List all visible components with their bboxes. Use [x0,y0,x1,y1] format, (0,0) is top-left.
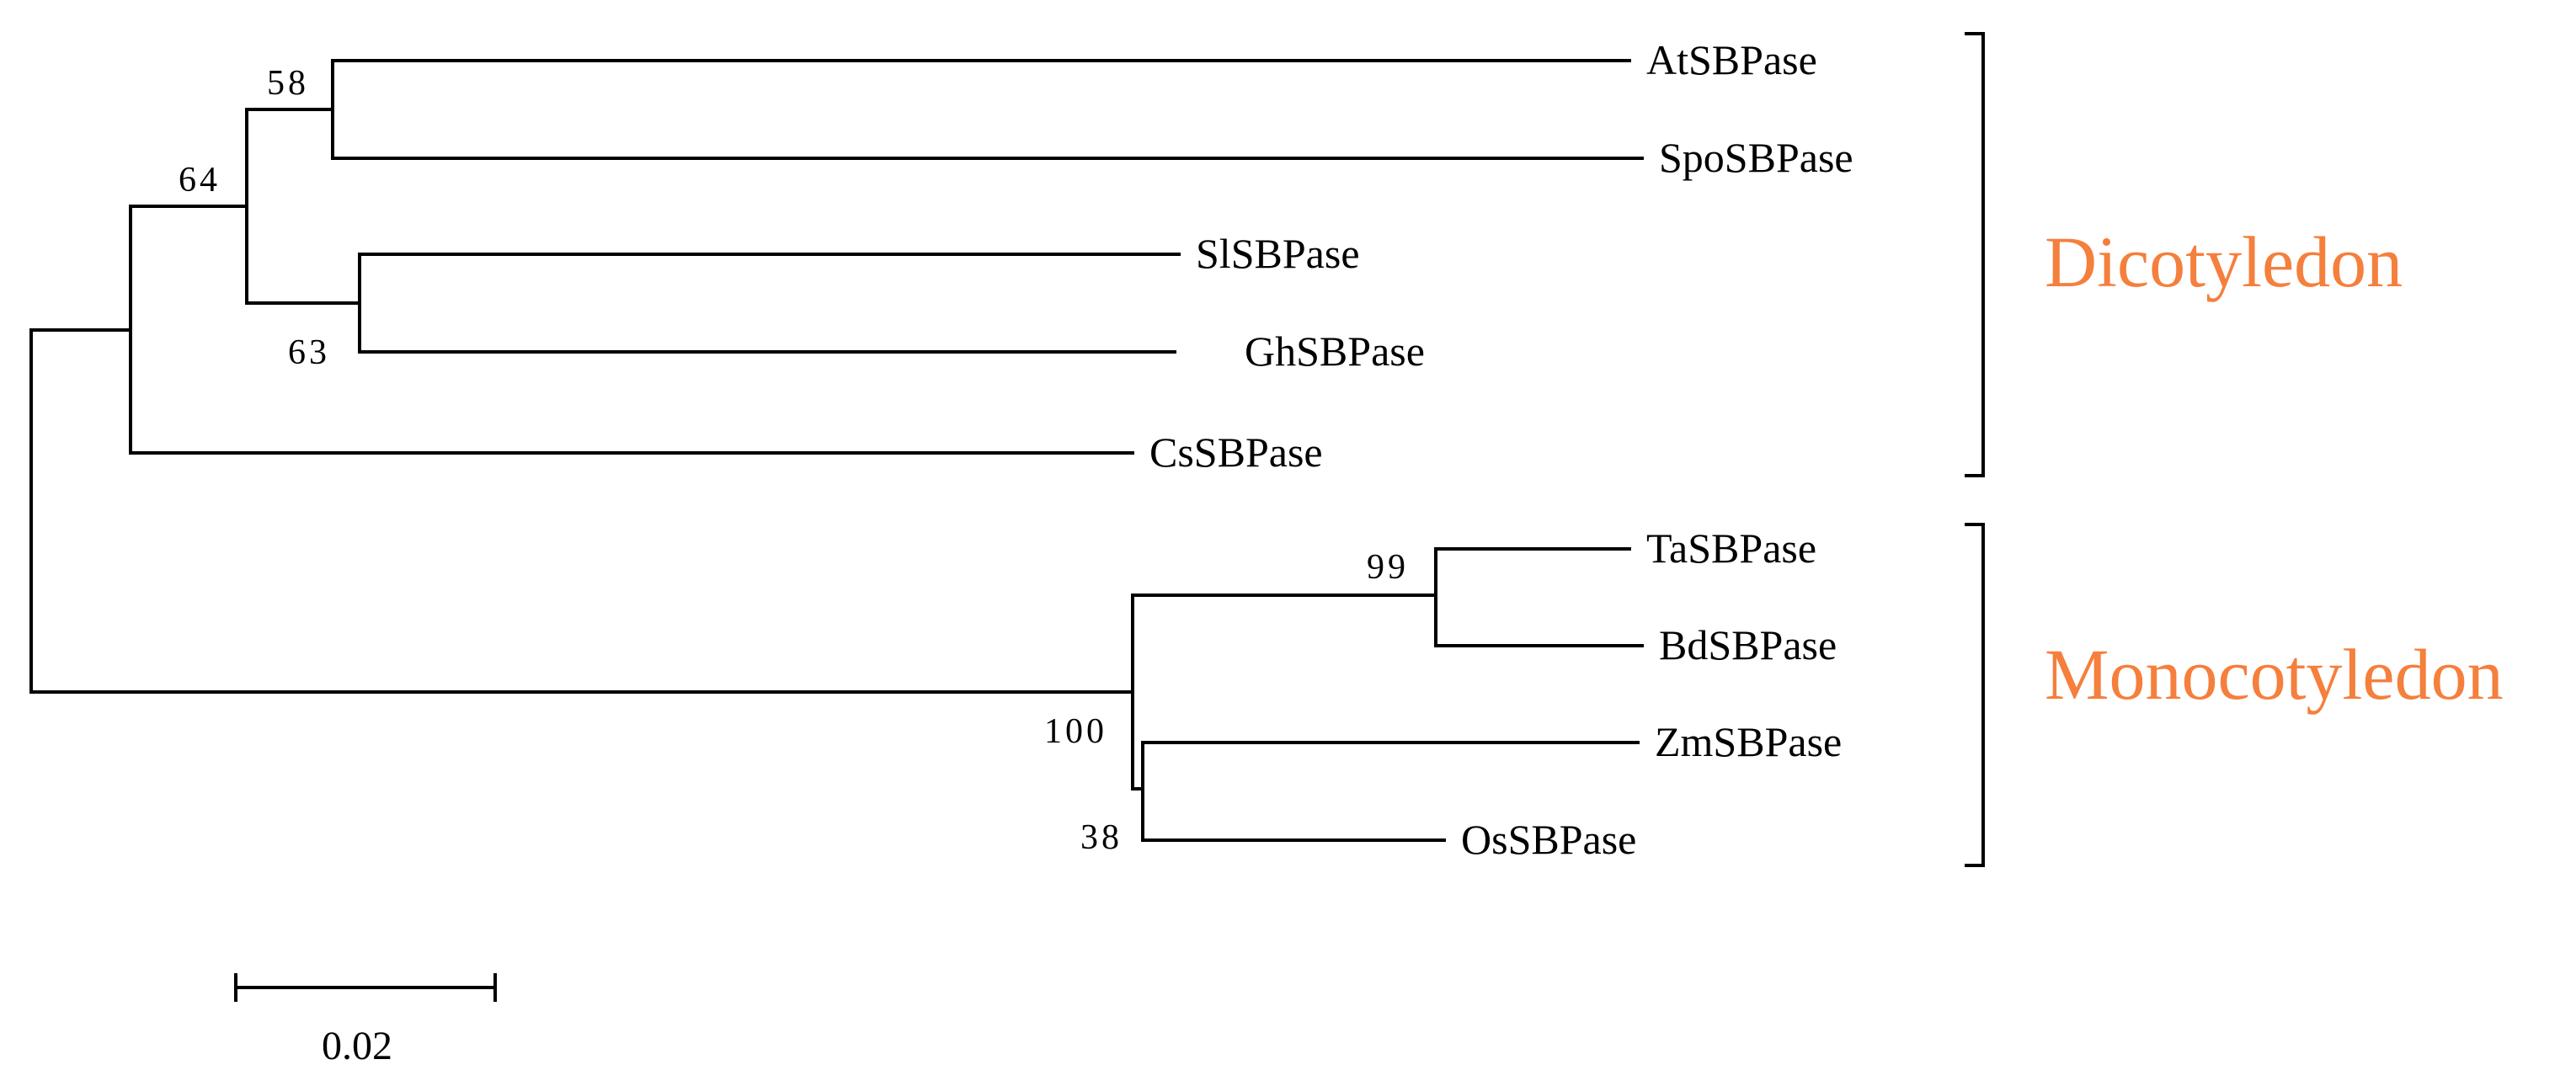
taxon-spo: SpoSBPase [1659,134,1853,181]
diamond-marker [1185,327,1235,377]
dicot-bracket [1965,32,1985,477]
taxon-zm: ZmSBPase [1655,718,1842,765]
scale-bar-label: 0.02 [322,1024,392,1068]
group-label-dicotyledon: Dicotyledon [2045,221,2403,302]
taxon-cs: CsSBPase [1149,429,1323,476]
bootstrap-ta-bd: 99 [1367,548,1409,587]
bootstrap-mono-root: 100 [1044,712,1107,751]
taxon-gh: GhSBPase [1245,327,1425,375]
taxon-sl: SlSBPase [1196,230,1360,277]
group-label-monocotyledon: Monocotyledon [2045,634,2504,715]
mono-bracket [1965,523,1985,867]
taxon-labels: AtSBPase SpoSBPase SlSBPase GhSBPase CsS… [1149,36,1853,863]
bootstrap-at-spo: 58 [267,64,309,103]
bootstrap-sl-gh: 63 [288,333,330,372]
tree-branches [29,59,1644,842]
taxon-ta: TaSBPase [1646,524,1816,572]
bootstrap-dicot-inner: 64 [179,161,221,200]
bootstrap-zm-os: 38 [1080,818,1123,857]
taxon-bd: BdSBPase [1659,621,1837,668]
scale-bar: 0.02 [234,973,497,1068]
bootstrap-labels: 58 64 63 99 100 38 [179,64,1409,857]
taxon-os: OsSBPase [1461,816,1636,863]
taxon-at: AtSBPase [1646,36,1817,83]
